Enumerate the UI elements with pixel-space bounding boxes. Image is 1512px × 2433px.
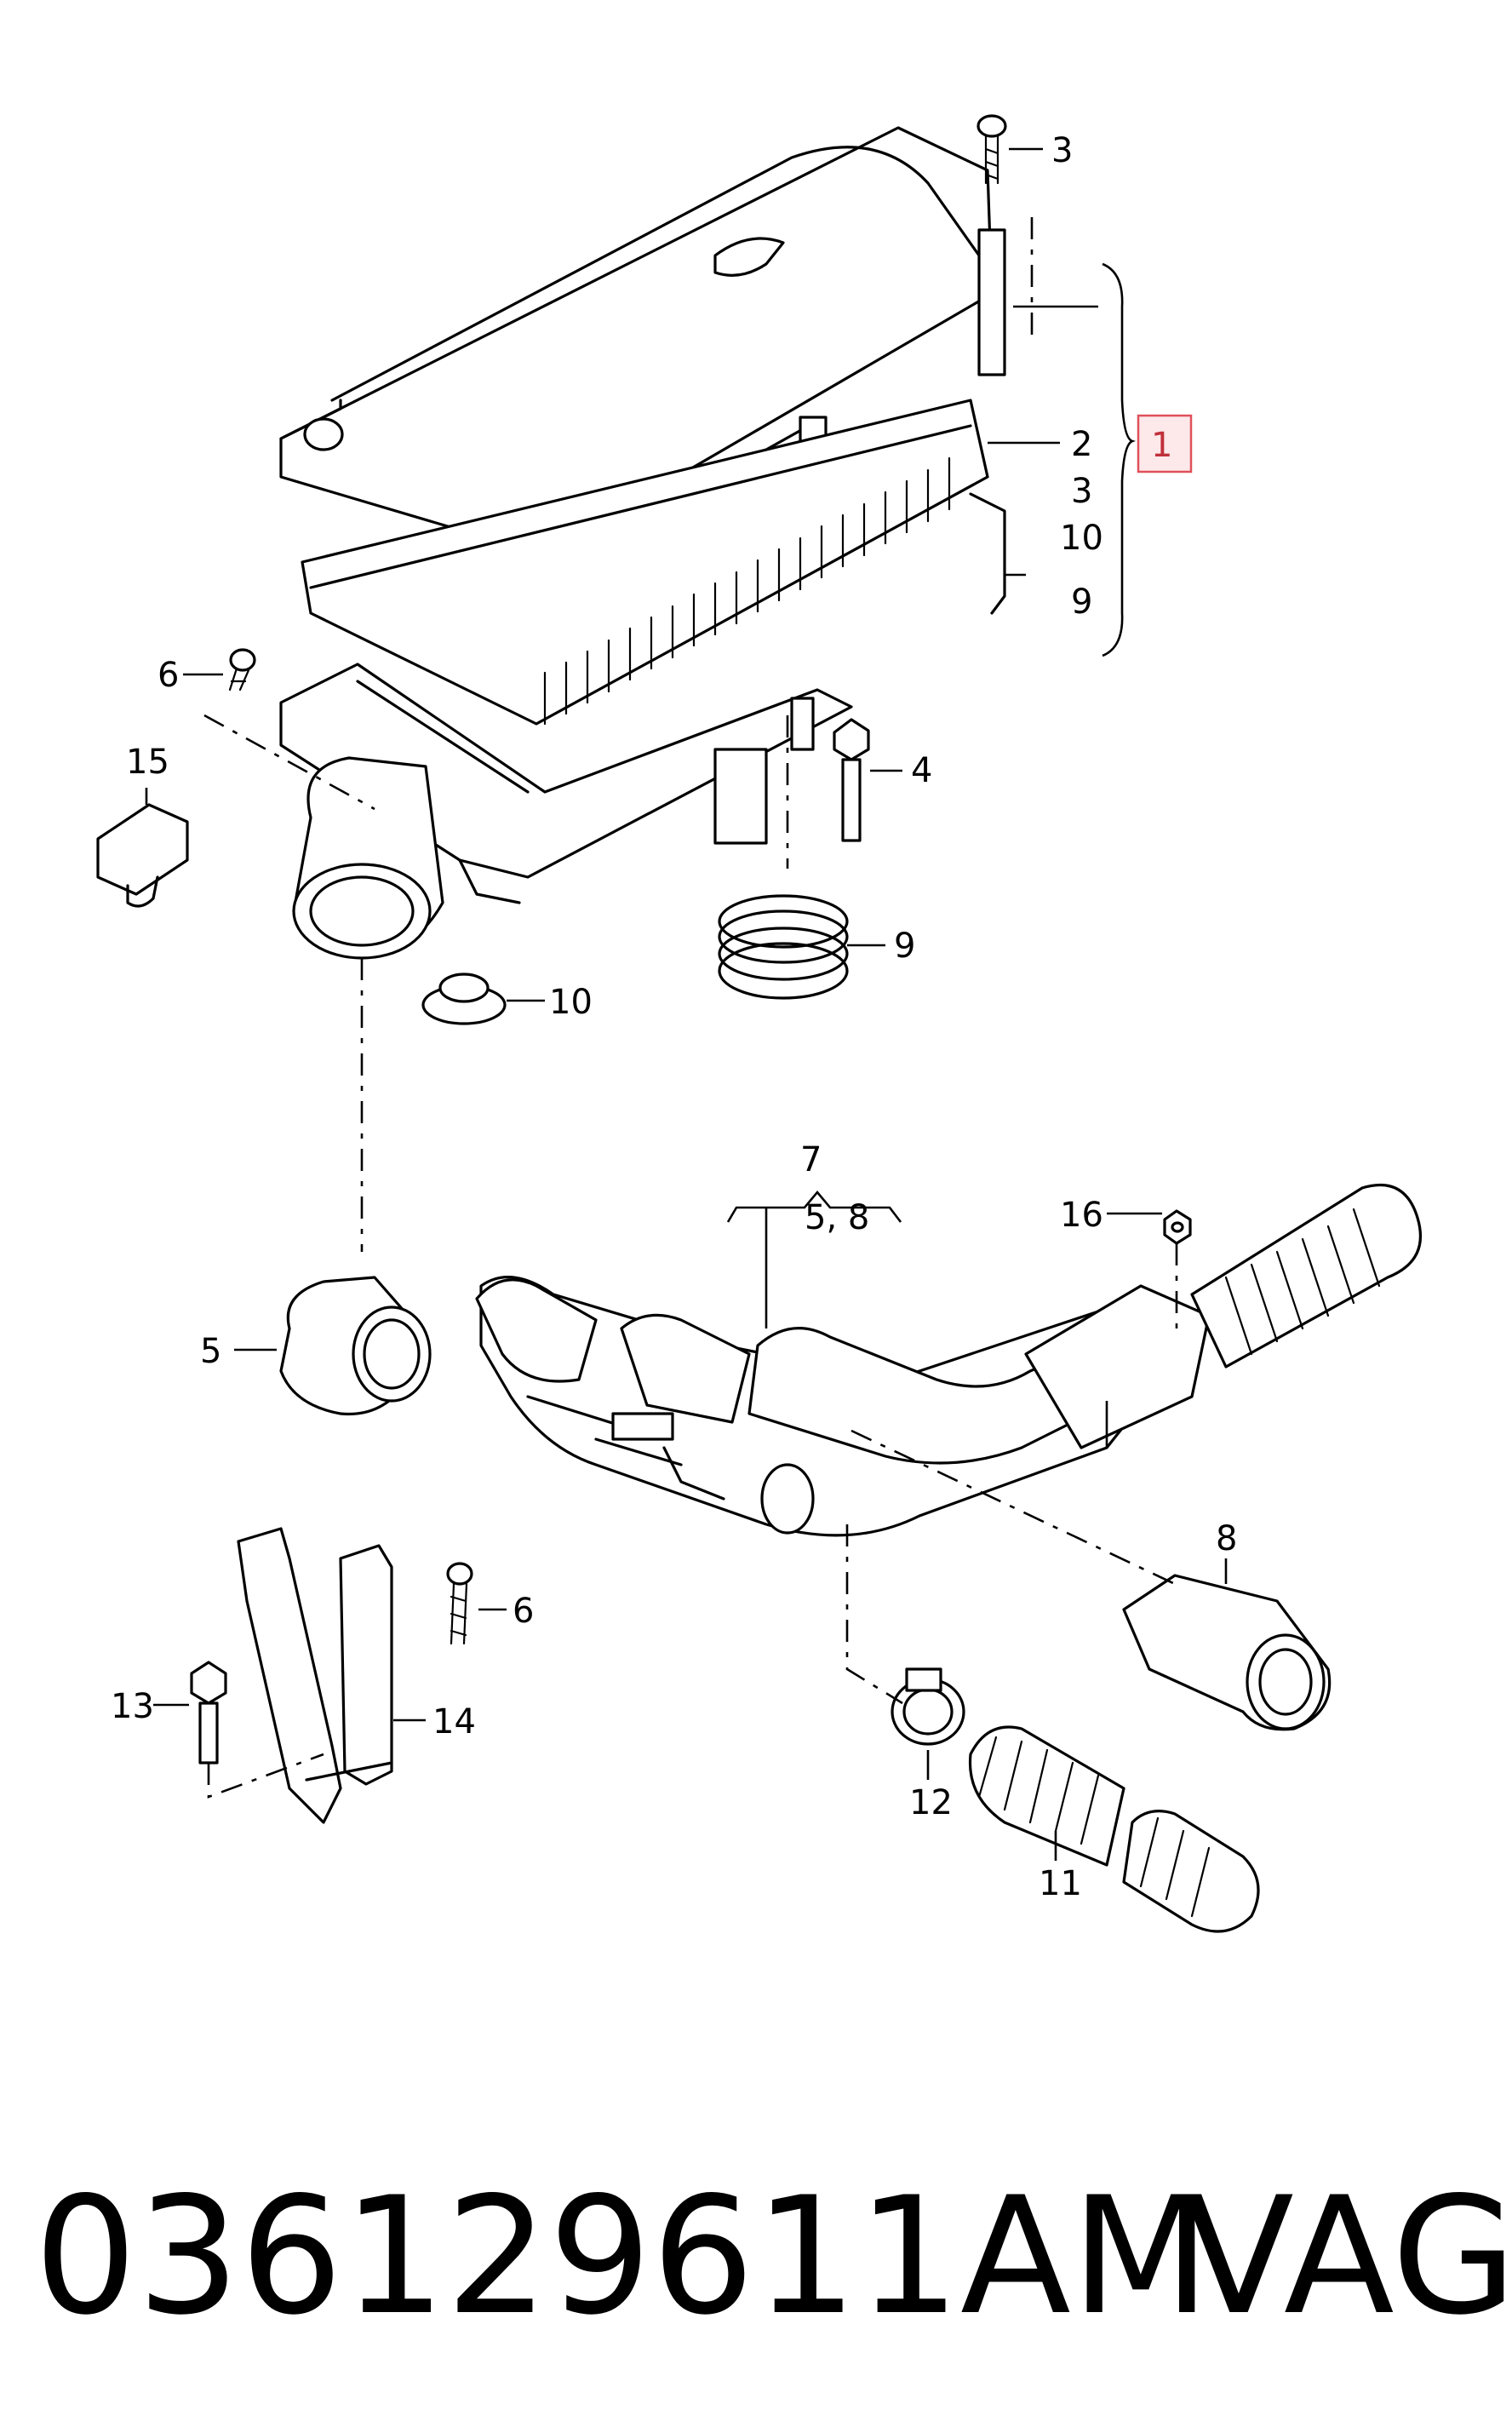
- callout-labels: 1 3 2 3 10 9 6 4 15 9 10 7 5, 8 16 5 8 6…: [111, 131, 1237, 1903]
- leader-lines: [145, 147, 1228, 1861]
- housing-outlet-neck: [292, 756, 444, 960]
- callout-1-highlight: [1137, 414, 1193, 473]
- callout-15: 15: [126, 743, 169, 782]
- callout-7: 7: [800, 1140, 822, 1179]
- grommet-10-icon: [421, 973, 507, 1025]
- callout-12: 12: [909, 1783, 953, 1822]
- bolt-13-icon: [190, 1661, 227, 1764]
- hose-clamp-12-icon: [891, 1667, 965, 1746]
- screw-6-top-icon: [228, 648, 256, 691]
- callout-11: 11: [1039, 1864, 1082, 1903]
- callout-14: 14: [432, 1702, 476, 1742]
- corrugated-hose-11-icon: [968, 1725, 1260, 1933]
- funnel-8-icon: [1122, 1574, 1332, 1731]
- callout-10-group: 10: [1060, 519, 1103, 558]
- callout-4: 4: [911, 751, 932, 790]
- bracket-14-icon: [237, 1527, 393, 1824]
- air-filter-lower-housing: [279, 663, 853, 960]
- callout-3-screw: 3: [1051, 131, 1073, 170]
- assembly-guide-lines: [203, 217, 1178, 1799]
- callout-8: 8: [1216, 1519, 1237, 1558]
- clip-15-icon: [96, 803, 189, 908]
- intake-pipe-7: [475, 1276, 1211, 1537]
- nut-16-icon: [1163, 1209, 1192, 1245]
- bolt-4-icon: [833, 718, 870, 842]
- callout-10: 10: [549, 983, 593, 1022]
- callout-1: 1: [1151, 426, 1172, 465]
- callout-6-lower: 6: [513, 1592, 534, 1631]
- callout-9: 9: [894, 927, 915, 966]
- callout-3-group: 3: [1071, 472, 1092, 511]
- callout-5: 5: [200, 1332, 221, 1371]
- screw-3-icon: [976, 114, 1007, 185]
- elbow-connector-5-icon: [279, 1276, 432, 1416]
- callout-13: 13: [111, 1687, 154, 1726]
- callout-9-group: 9: [1071, 582, 1092, 622]
- screw-6-lower-icon: [446, 1562, 473, 1645]
- part-number: 036129611AM: [34, 2162, 1211, 2350]
- filter-pleats: [543, 456, 951, 726]
- corrugated-intake-snorkel: [1190, 1184, 1422, 1369]
- callout-6-top: 6: [158, 656, 179, 695]
- callout-5-8: 5, 8: [805, 1198, 869, 1237]
- callout-16: 16: [1060, 1196, 1103, 1235]
- air-filter-element: [301, 399, 1006, 726]
- brand-label: VAG: [1183, 2162, 1512, 2350]
- callout-2: 2: [1071, 425, 1092, 464]
- seal-ring-9-icon: [718, 894, 849, 1000]
